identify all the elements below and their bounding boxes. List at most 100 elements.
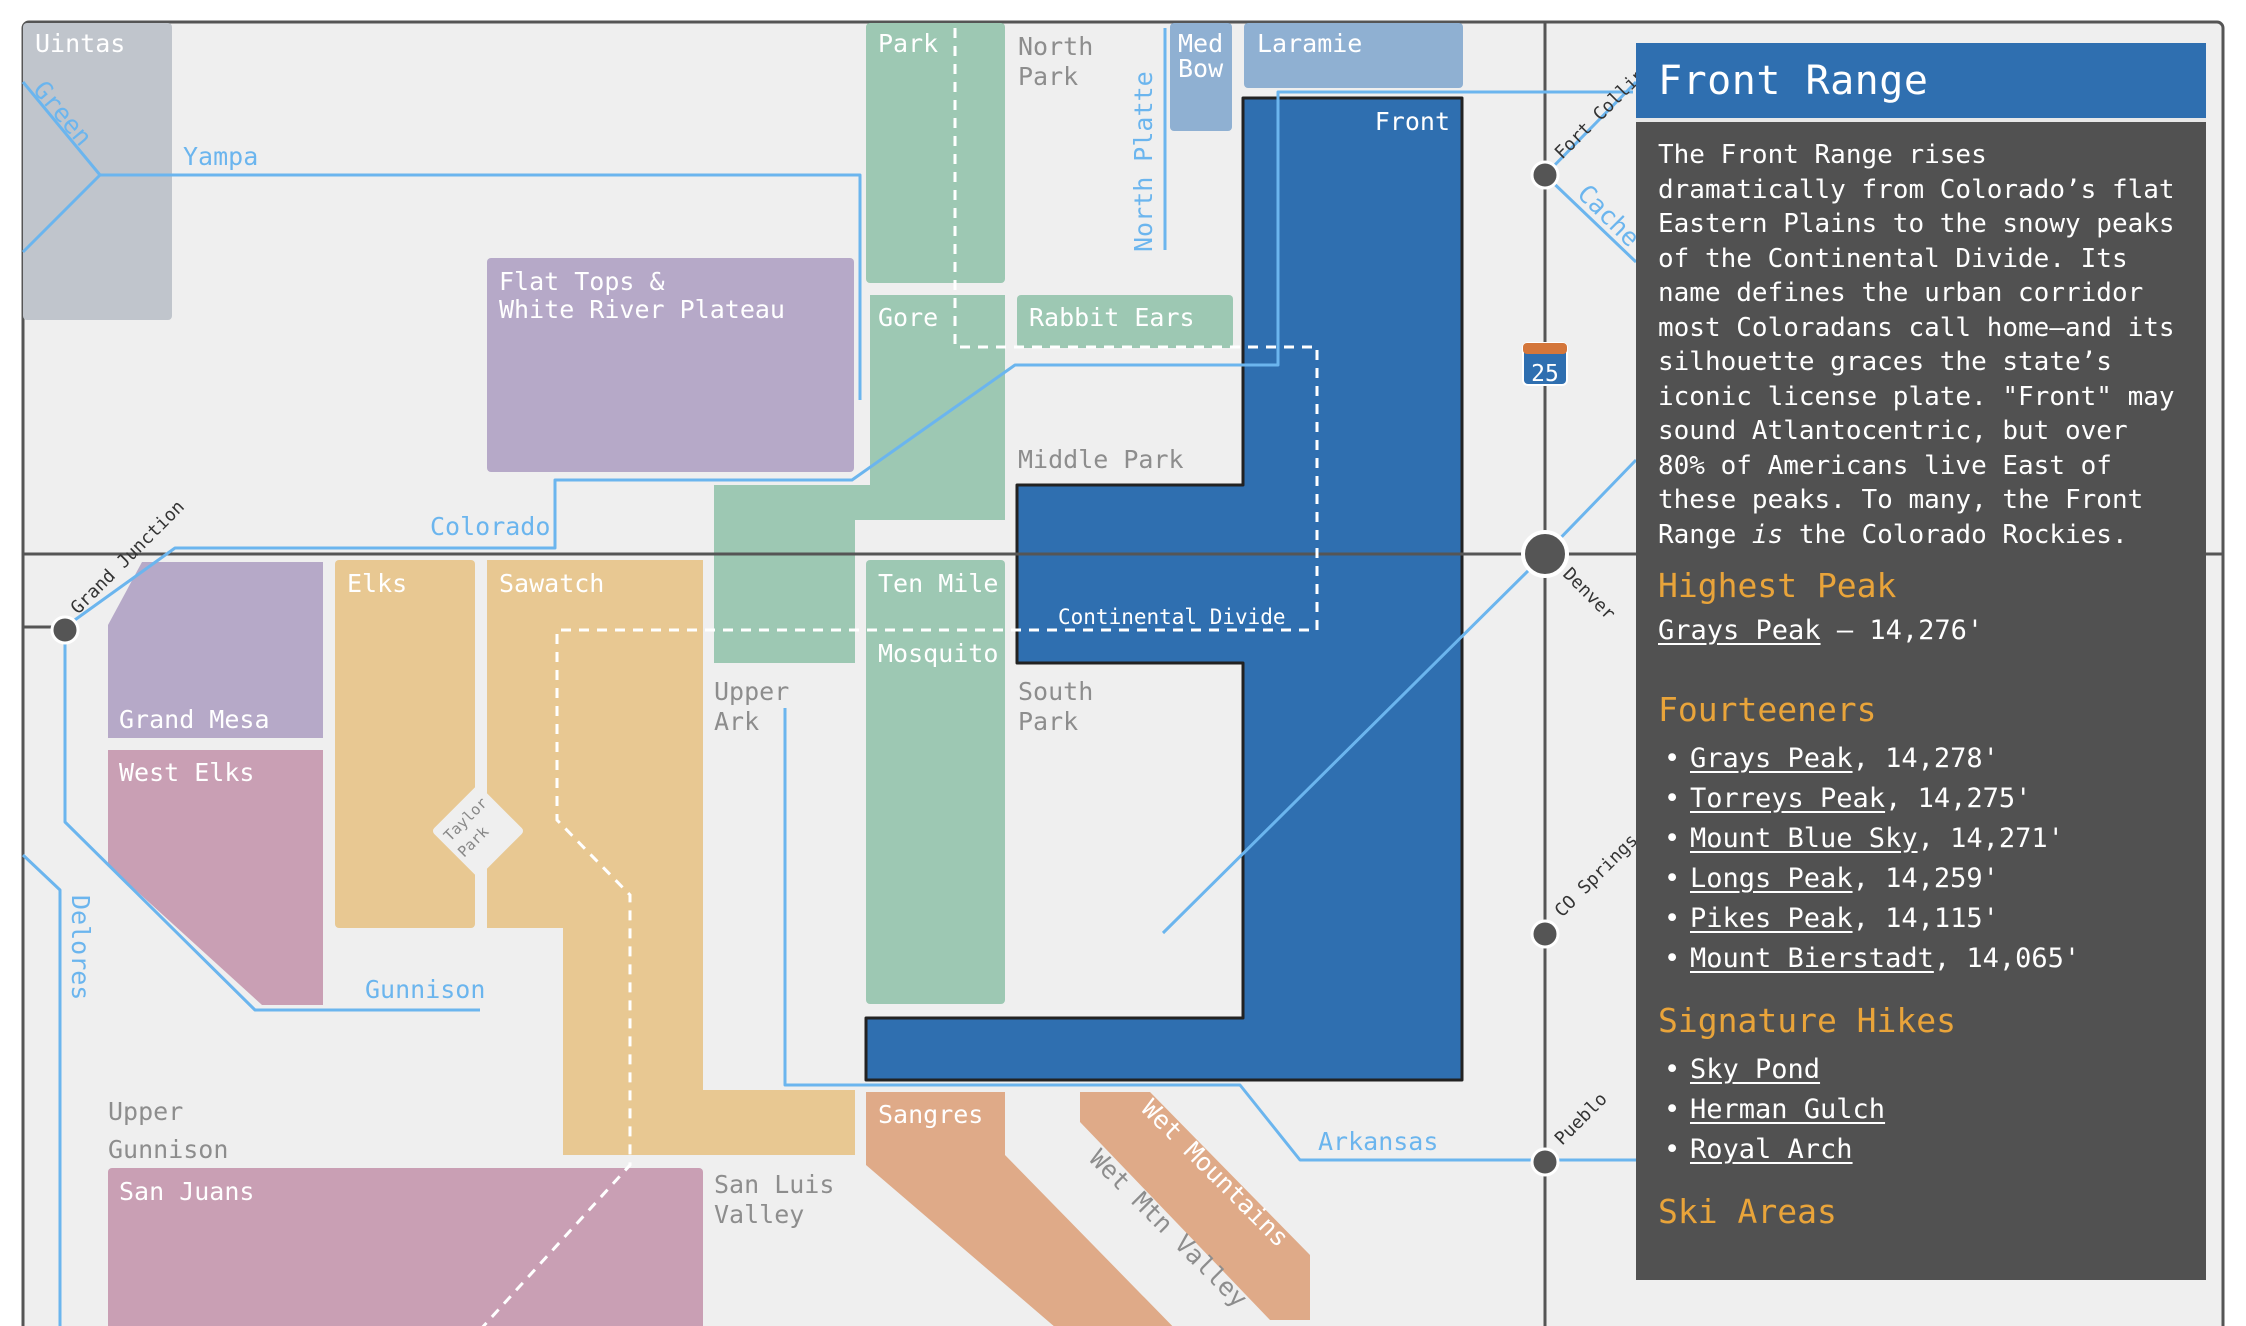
west-elks-region[interactable] (108, 750, 323, 1005)
hike-link[interactable]: Royal Arch (1690, 1134, 1853, 1165)
flat-tops-region[interactable] (487, 258, 854, 472)
san-juans-label: San Juans (119, 1177, 254, 1206)
ten-mile-mosquito-region[interactable] (866, 560, 1005, 1004)
list-item: Torreys Peak, 14,275' (1658, 779, 2184, 819)
elks-region[interactable] (335, 560, 475, 928)
sangres-region[interactable] (866, 1092, 1186, 1326)
pueblo-dot[interactable] (1530, 1147, 1560, 1177)
range-shapes (23, 23, 1464, 1326)
laramie-region[interactable] (1244, 23, 1463, 88)
west-elks-label: West Elks (119, 758, 254, 787)
north-park-label-2: Park (1018, 62, 1078, 91)
fourteener-link[interactable]: Grays Peak (1690, 743, 1853, 774)
continental-divide-line (481, 28, 1319, 1326)
north-park-label-1: North (1018, 32, 1093, 61)
colorado-label: Colorado (430, 512, 550, 541)
range-description: The Front Range rises dramatically from … (1658, 138, 2184, 552)
highest-peak-heading: Highest Peak (1658, 566, 1897, 605)
rabbit-ears-label: Rabbit Ears (1029, 303, 1195, 332)
flat-tops-label-1: Flat Tops & (499, 267, 665, 296)
uintas-label: Uintas (35, 29, 125, 58)
hikes-list: Sky Pond Herman Gulch Royal Arch (1658, 1050, 2184, 1170)
san-luis-valley-label-2: Valley (714, 1200, 804, 1229)
park-range-region[interactable] (866, 23, 1005, 283)
front-range-region[interactable] (864, 96, 1464, 1082)
fort-collins-dot[interactable] (1530, 160, 1560, 190)
fourteener-link[interactable]: Torreys Peak (1690, 783, 1886, 814)
list-item: Pikes Peak, 14,115' (1658, 899, 2184, 939)
middle-park-label: Middle Park (1018, 445, 1184, 474)
colorado-river (64, 90, 1633, 629)
fourteener-link[interactable]: Mount Blue Sky (1690, 823, 1918, 854)
fort-collins-to-edge (1543, 80, 1638, 177)
sawatch-region[interactable] (487, 560, 855, 1155)
panel-title: Front Range (1658, 57, 1929, 104)
hike-link[interactable]: Herman Gulch (1690, 1094, 1886, 1125)
list-item: Herman Gulch (1658, 1090, 2184, 1130)
yampa-label: Yampa (183, 142, 258, 171)
continental-divide-label: Continental Divide (1058, 605, 1286, 629)
fourteener-elevation: , 14,115' (1852, 903, 1999, 934)
hikes-heading: Signature Hikes (1658, 1001, 1957, 1040)
cache-river (1543, 173, 1638, 264)
gore-label: Gore (878, 303, 938, 332)
fourteener-link[interactable]: Mount Bierstadt (1690, 943, 1934, 974)
i25-shield: 25 (1522, 342, 1568, 387)
upper-ark-label-1: Upper (714, 677, 789, 706)
arkansas-river (783, 708, 1636, 1162)
arkansas-label: Arkansas (1318, 1127, 1438, 1156)
list-item: Royal Arch (1658, 1130, 2184, 1170)
south-park-label-1: South (1018, 677, 1093, 706)
ten-mile-label: Ten Mile (878, 569, 998, 598)
list-item: Mount Bierstadt, 14,065' (1658, 939, 2184, 979)
ski-areas-heading: Ski Areas (1658, 1192, 1837, 1231)
flat-tops-label-2: White River Plateau (499, 295, 785, 324)
fourteener-elevation: , 14,275' (1885, 783, 2032, 814)
gore-region[interactable] (714, 295, 1005, 663)
highest-peak-value: — 14,276' (1820, 615, 1984, 646)
grand-junction-dot[interactable] (50, 615, 80, 645)
cities (50, 160, 1569, 1177)
fourteeners-heading: Fourteeners (1658, 690, 1877, 729)
gunnison-river (63, 627, 480, 1012)
north-platte-label: North Platte (1129, 71, 1158, 252)
fourteener-link[interactable]: Longs Peak (1690, 863, 1853, 894)
i25-number: 25 (1531, 361, 1559, 387)
rivers (21, 28, 1638, 1326)
upper-ark-label-2: Ark (714, 707, 759, 736)
description-text-1: The Front Range rises dramatically from … (1658, 140, 2175, 550)
panel-header: Front Range (1636, 43, 2206, 122)
fourteener-elevation: , 14,259' (1852, 863, 1999, 894)
delores-river (21, 853, 62, 1326)
fourteener-elevation: , 14,278' (1852, 743, 1999, 774)
river-labels: Green Yampa North Platte Colorado Gunnis… (27, 71, 1645, 1156)
panel-body: The Front Range rises dramatically from … (1636, 122, 2206, 1231)
taylor-park-marker[interactable] (431, 784, 524, 877)
front-label: Front (1375, 107, 1450, 136)
wet-mountains-region[interactable] (1080, 1092, 1310, 1320)
hike-link[interactable]: Sky Pond (1690, 1054, 1821, 1085)
san-juans-region[interactable] (108, 1168, 703, 1326)
highest-peak-line: Grays Peak — 14,276' (1658, 615, 2184, 646)
denver-dot[interactable] (1521, 530, 1569, 578)
upper-gunnison-label-2: Gunnison (108, 1135, 228, 1164)
san-luis-valley-label-1: San Luis (714, 1170, 834, 1199)
list-item: Sky Pond (1658, 1050, 2184, 1090)
gunnison-label: Gunnison (365, 975, 485, 1004)
fourteener-elevation: , 14,065' (1933, 943, 2081, 974)
fourteener-link[interactable]: Pikes Peak (1690, 903, 1853, 934)
fourteener-elevation: , 14,271' (1917, 823, 2064, 854)
elks-label: Elks (347, 569, 407, 598)
highest-peak-link[interactable]: Grays Peak (1658, 615, 1821, 646)
med-bow-region[interactable] (1170, 23, 1232, 131)
description-text-2: the Colorado Rockies. (1783, 519, 2128, 550)
delores-label: Delores (66, 895, 95, 1000)
list-item: Longs Peak, 14,259' (1658, 859, 2184, 899)
sawatch-label: Sawatch (499, 569, 604, 598)
grand-mesa-region[interactable] (108, 562, 323, 738)
co-springs-dot[interactable] (1530, 919, 1560, 949)
grand-mesa-label: Grand Mesa (119, 705, 270, 734)
laramie-label: Laramie (1257, 29, 1362, 58)
list-item: Grays Peak, 14,278' (1658, 739, 2184, 779)
rabbit-ears-region[interactable] (1017, 295, 1233, 348)
